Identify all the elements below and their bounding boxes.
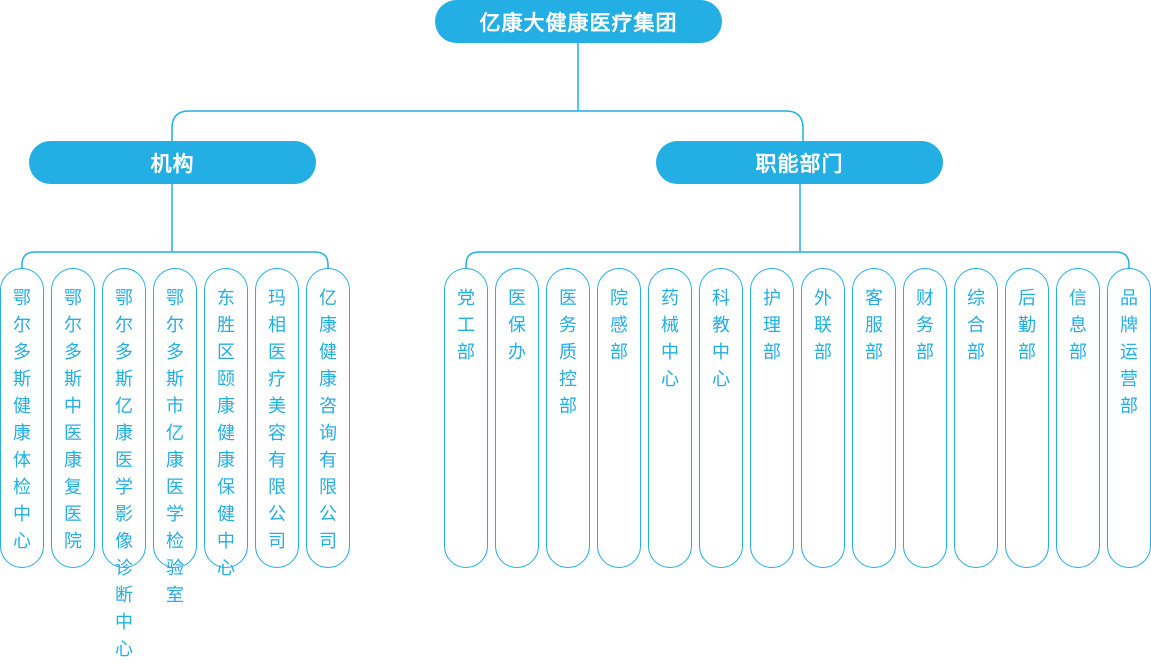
root-node: 亿康大健康医疗集团 <box>435 0 722 43</box>
dept-item: 财务部 <box>903 268 947 568</box>
dept-item-label: 院感部 <box>610 288 628 363</box>
org-item-label: 鄂尔多斯亿康医学影像诊断中心 <box>115 288 133 660</box>
dept-item: 药械中心 <box>648 268 692 568</box>
dept-item-label: 外联部 <box>814 288 832 363</box>
org-item: 鄂尔多斯健康体检中心 <box>0 268 44 568</box>
org-item: 亿康健康咨询有限公司 <box>306 268 350 568</box>
dept-item: 党工部 <box>444 268 488 568</box>
branch-node-func: 职能部门 <box>656 141 943 184</box>
org-item-label: 鄂尔多斯市亿康医学检验室 <box>166 288 184 606</box>
org-item: 玛相医疗美容有限公司 <box>255 268 299 568</box>
org-item-label: 鄂尔多斯中医康复医院 <box>64 288 82 552</box>
org-item: 鄂尔多斯中医康复医院 <box>51 268 95 568</box>
dept-item-label: 综合部 <box>967 288 985 363</box>
dept-item-label: 医务质控部 <box>559 288 577 417</box>
dept-item-label: 科教中心 <box>712 288 730 390</box>
org-item-label: 东胜区颐康健康保健中心 <box>217 288 235 579</box>
dept-item: 客服部 <box>852 268 896 568</box>
org-item: 鄂尔多斯市亿康医学检验室 <box>153 268 197 606</box>
connector-lines <box>21 43 1130 268</box>
func-bracket <box>465 251 1130 268</box>
dept-item-label: 财务部 <box>916 288 934 363</box>
dept-item: 后勤部 <box>1005 268 1049 568</box>
dept-item: 院感部 <box>597 268 641 568</box>
dept-item-label: 客服部 <box>865 288 883 363</box>
org-bracket <box>21 251 329 268</box>
dept-item: 外联部 <box>801 268 845 568</box>
dept-item-label: 医保办 <box>508 288 526 363</box>
dept-item: 综合部 <box>954 268 998 568</box>
dept-item-label: 药械中心 <box>661 288 679 390</box>
dept-item: 信息部 <box>1056 268 1100 568</box>
org-item-label: 玛相医疗美容有限公司 <box>268 288 286 552</box>
root-bracket <box>171 110 804 141</box>
org-item-label: 鄂尔多斯健康体检中心 <box>13 288 31 552</box>
dept-item-label: 信息部 <box>1069 288 1087 363</box>
dept-item: 护理部 <box>750 268 794 568</box>
branch-node-org: 机构 <box>29 141 316 184</box>
org-item: 鄂尔多斯亿康医学影像诊断中心 <box>102 268 146 660</box>
dept-item: 医务质控部 <box>546 268 590 568</box>
org-item-label: 亿康健康咨询有限公司 <box>319 288 337 552</box>
dept-item: 品牌运营部 <box>1107 268 1151 568</box>
dept-item-label: 后勤部 <box>1018 288 1036 363</box>
org-item: 东胜区颐康健康保健中心 <box>204 268 248 579</box>
dept-item: 医保办 <box>495 268 539 568</box>
dept-item-label: 党工部 <box>457 288 475 363</box>
dept-item-label: 品牌运营部 <box>1120 288 1138 417</box>
dept-item: 科教中心 <box>699 268 743 568</box>
dept-item-label: 护理部 <box>763 288 781 363</box>
